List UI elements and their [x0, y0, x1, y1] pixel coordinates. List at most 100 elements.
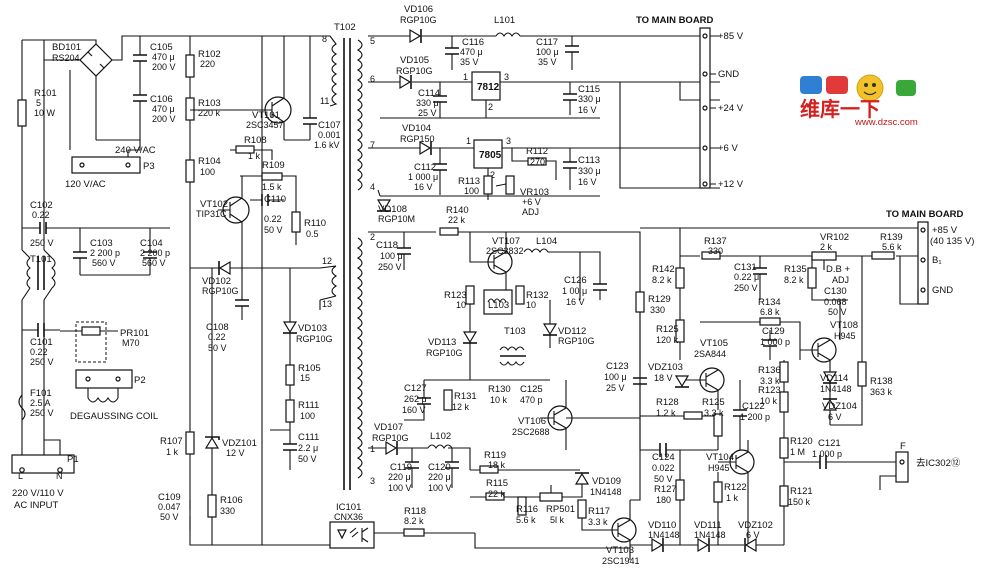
vt101-part: 2SC3457 — [246, 120, 284, 130]
c120-value: 220 μ — [428, 472, 451, 482]
c107-value: 0.001 — [318, 130, 341, 140]
c111-value: 2.2 μ — [298, 443, 318, 453]
r123-resistor-b — [779, 391, 789, 413]
c131-label: C131 — [734, 262, 757, 273]
c118-value: 100 μ — [380, 251, 403, 261]
c110-voltage: 50 V — [264, 225, 283, 235]
c120-label: C120 — [428, 462, 451, 473]
r123b-label: R123 — [758, 385, 781, 396]
c110-value: 0.22 — [264, 214, 282, 224]
c112-value: 1 000 μ — [408, 172, 438, 182]
vd103-part: RGP10G — [296, 334, 333, 344]
vt102-label: VT102 — [200, 199, 228, 210]
vd104-label: VD104 — [402, 123, 431, 134]
ic7812-pin2: 2 — [488, 102, 493, 112]
r119-label: R119 — [484, 450, 506, 461]
c101-voltage: 250 V — [30, 357, 54, 367]
vd105-label: VD105 — [400, 55, 429, 66]
r103-resistor — [185, 97, 195, 121]
c112-voltage: 16 V — [414, 182, 433, 192]
vd112-label: VD112 — [558, 326, 586, 337]
c102-voltage: 250 V — [30, 238, 54, 248]
vd113-label: VD113 — [428, 337, 456, 348]
r137-resistor — [701, 251, 721, 260]
p1-label: P1 — [67, 454, 79, 465]
ic101-body — [329, 521, 375, 549]
vd114-label: VD114 — [820, 373, 848, 384]
vt108-part: H945 — [834, 331, 856, 341]
c116-label: C116 — [462, 37, 484, 48]
vt108-label: VT108 — [830, 320, 858, 331]
r122-label: R122 — [724, 482, 747, 493]
vd111-label: VD111 — [694, 520, 722, 531]
c126-voltage: 16 V — [566, 297, 585, 307]
vt103-label: VT103 — [606, 545, 634, 556]
vdz102-zener — [744, 537, 757, 553]
f101-current: 2.5 A — [30, 398, 51, 408]
vd110-part: 1N4148 — [648, 530, 680, 540]
vd107-part: RGP10G — [372, 433, 409, 443]
r121-resistor — [779, 485, 789, 507]
c126-value: 1 00 μ — [562, 286, 587, 296]
l104-label: L104 — [536, 236, 557, 247]
r130-value: 10 k — [490, 395, 508, 405]
r111-value: 100 — [300, 411, 315, 421]
ic-7812-label: 7812 — [477, 82, 500, 93]
r139-label: R139 — [880, 232, 903, 243]
vt105-part: 2SA844 — [694, 349, 726, 359]
r106-label: R106 — [220, 495, 243, 506]
r122-value: 1 k — [726, 493, 739, 503]
r117-label: R117 — [588, 506, 610, 517]
t102-pin7: 7 — [370, 140, 375, 150]
r104-resistor — [185, 159, 195, 183]
r123a-value: 10 — [456, 300, 466, 310]
vdz104-value: 6 V — [828, 412, 842, 422]
r122-resistor — [713, 481, 723, 503]
vd109-part: 1N4148 — [590, 487, 622, 497]
vt107-label: VT107 — [492, 236, 520, 247]
ac-input-section: P1 L N 220 V/110 V AC INPUT F101 2.5 A 2… — [11, 35, 330, 511]
r116-value: 5.6 k — [516, 515, 536, 525]
watermark-logo-icon — [800, 74, 916, 102]
c108-voltage: 50 V — [208, 343, 227, 353]
f101-label: F101 — [30, 388, 52, 399]
ic7805-pin3: 3 — [506, 136, 511, 146]
vdz102-label: VDZ102 — [738, 520, 773, 531]
c104-value: 2 200 p — [140, 248, 170, 258]
c102-value: 0.22 — [32, 210, 50, 220]
r103-label: R103 — [198, 98, 221, 109]
to-main-board-right: TO MAIN BOARD — [886, 209, 964, 220]
r134-label: R134 — [758, 297, 781, 308]
ic7812-pin3: 3 — [504, 72, 509, 82]
c115-value: 330 μ — [578, 94, 601, 104]
c106-label: C106 — [150, 94, 173, 105]
right-pin-85v: +85 V — [932, 225, 958, 236]
vt104-label: VT104 — [706, 452, 734, 463]
vd114-part: 1N4148 — [820, 384, 852, 394]
vt106-part: 2SC2688 — [512, 427, 550, 437]
t102-label: T102 — [334, 22, 356, 33]
r107-label: R107 — [160, 436, 183, 447]
c104-voltage: 560 V — [142, 258, 166, 268]
c117-value: 100 μ — [536, 47, 559, 57]
r111-label: R111 — [298, 400, 319, 411]
c121-label: C121 — [818, 438, 841, 449]
vd109-diode — [574, 472, 590, 485]
ic7805-pin2: 2 — [490, 170, 495, 180]
r115-label: R115 — [486, 478, 508, 489]
ic101-label: IC101 — [336, 502, 361, 513]
r118-label: R118 — [404, 506, 426, 517]
r110-value: 0.5 — [306, 229, 319, 239]
right-pin-range: (40 135 V) — [930, 236, 974, 247]
p2-connector — [75, 369, 133, 389]
r104-value: 100 — [200, 167, 215, 177]
vt101-label: VT101 — [252, 110, 280, 121]
c111-label: C111 — [298, 432, 319, 443]
c109-label: C109 — [158, 492, 181, 503]
degaussing-coil-label: DEGAUSSING COIL — [70, 411, 158, 422]
ic101-part: CNX36 — [334, 512, 363, 522]
c115-label: C115 — [578, 84, 600, 95]
c125-label: C125 — [520, 384, 543, 395]
